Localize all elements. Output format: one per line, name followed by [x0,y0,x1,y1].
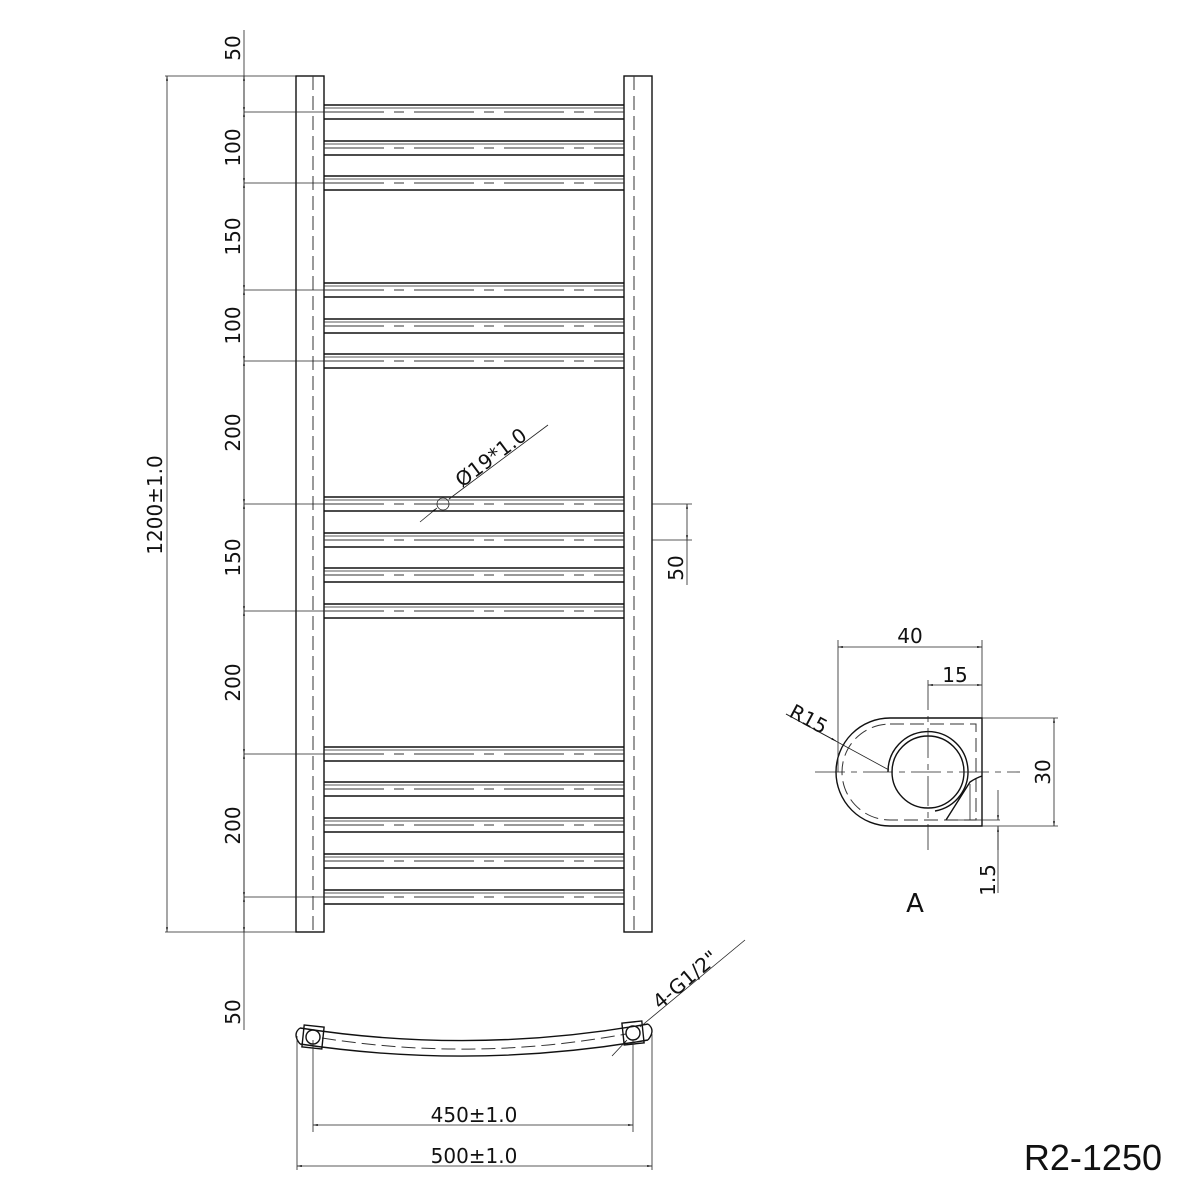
pipe-spec-label: Ø19*1.0 [451,423,532,492]
spacing-label: 200 [221,663,245,701]
section-a-detail: 40 15 30 1.5 R15 A [786,624,1058,919]
connection-label: 4-G1/2" [648,946,723,1014]
offset-label: 50 [664,555,688,580]
spacing-label: 100 [221,306,245,344]
rail-bar [324,746,624,762]
rail-bar [324,781,624,797]
spacing-label: 50 [221,999,245,1024]
radius-label: R15 [786,699,832,739]
bottom-view: 450±1.0 500±1.0 4-G1/2" [295,939,746,1170]
rail-bar [324,532,624,548]
rail-bar [324,353,624,369]
section-label: A [906,889,924,919]
spacing-label: 100 [221,128,245,166]
rail-bar [324,889,624,905]
spacing-label: 150 [221,538,245,576]
rail-bar [324,567,624,583]
rail-bar [324,496,624,512]
outer-width-label: 500±1.0 [431,1144,518,1168]
right-column [623,75,653,933]
rail-bar [324,140,624,156]
rail-bars [324,104,624,905]
pipe-spec-annotation: Ø19*1.0 [419,423,549,523]
height-label-a: 30 [1031,759,1055,784]
rail-bar [324,175,624,191]
spacing-label: 200 [221,806,245,844]
rail-bar [324,853,624,869]
spacing-dimension-chain: 50 100 150 100 200 150 200 200 50 [221,30,324,1030]
offset-label-a: 15 [942,663,967,687]
overall-height-dimension: 1200±1.0 [143,75,296,933]
spacing-label: 50 [221,35,245,60]
inner-width-label: 450±1.0 [431,1103,518,1127]
spacing-label: 150 [221,217,245,255]
overall-height-label: 1200±1.0 [143,455,167,554]
spacing-label: 200 [221,413,245,451]
rail-bar [324,318,624,334]
model-number: R2-1250 [1024,1137,1162,1178]
rail-bar [324,603,624,619]
rail-bar [324,104,624,120]
rail-bar [324,282,624,298]
width-label: 40 [897,624,922,648]
offset-dimension: 50 [652,503,692,585]
thickness-label: 1.5 [976,864,1000,896]
rail-bar [324,817,624,833]
